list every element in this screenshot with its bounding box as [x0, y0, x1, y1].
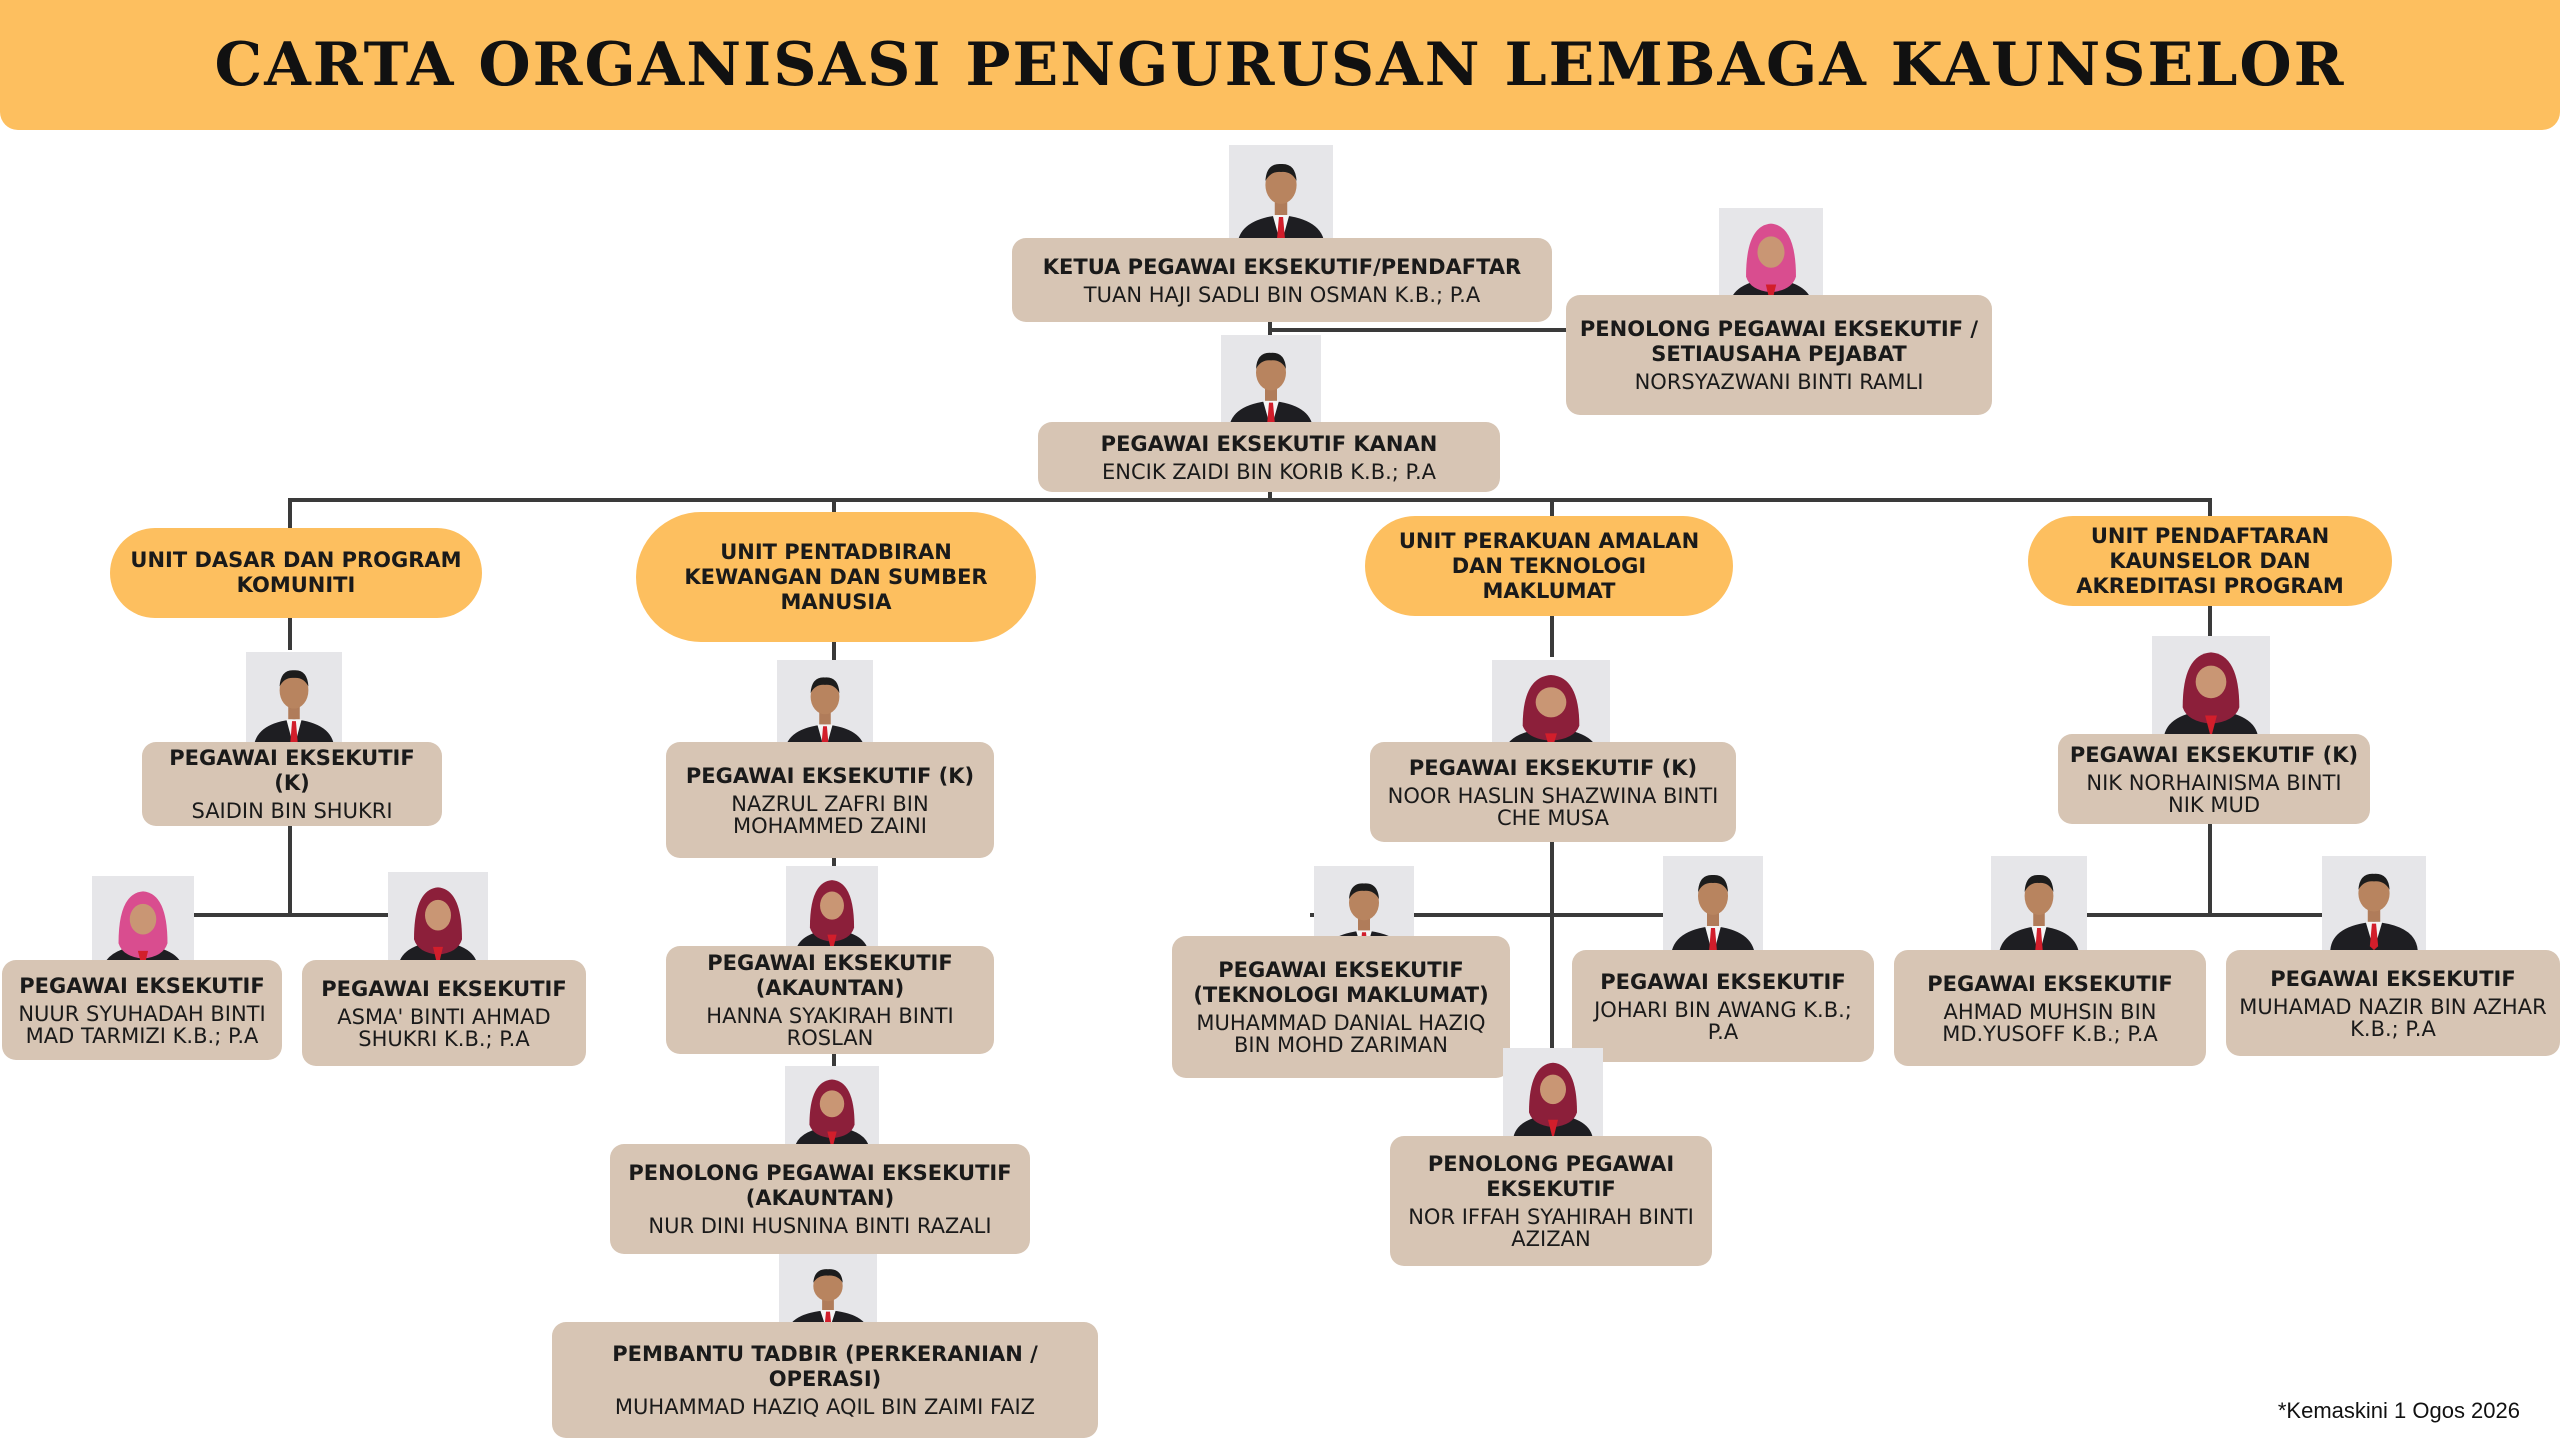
unit-connector: [2208, 500, 2212, 530]
portrait-photo-maroon-hijab: [786, 866, 878, 954]
unit4-staff-card: PEGAWAI EKSEKUTIF AHMAD MUHSIN BIN MD.YUS…: [1894, 950, 2206, 1066]
portrait-photo-maroon-hijab: [1492, 660, 1610, 754]
position-title: PEGAWAI EKSEKUTIF: [19, 973, 265, 998]
position-title: PENOLONG PEGAWAI EKSEKUTIF (AKAUNTAN): [628, 1161, 1012, 1210]
portrait-photo-maroon-hijab: [785, 1066, 879, 1150]
person-name: NAZRUL ZAFRI BIN MOHAMMED ZAINI: [731, 791, 929, 838]
position-title: PEGAWAI EKSEKUTIF (K): [169, 746, 415, 795]
position-title: PEGAWAI EKSEKUTIF (TEKNOLOGI MAKLUMAT): [1193, 958, 1489, 1007]
person-name: NOR IFFAH SYAHIRAH BINTI AZIZAN: [1408, 1205, 1694, 1251]
unit2-staff-card: PENOLONG PEGAWAI EKSEKUTIF (AKAUNTAN) NUR…: [610, 1144, 1030, 1254]
person-name: NIK NORHAINISMA BINTI NIK MUD: [2086, 770, 2342, 817]
unit1-staff-card: PEGAWAI EKSEKUTIF NUUR SYUHADAH BINTI MAD…: [2, 960, 282, 1060]
person-name: HANNA SYAKIRAH BINTI ROSLAN: [706, 1004, 954, 1050]
unit1-head-card: PEGAWAI EKSEKUTIF (K) SAIDIN BIN SHUKRI: [142, 742, 442, 826]
connector-line: [832, 1050, 836, 1070]
portrait-photo-pink-hijab: [92, 876, 194, 972]
update-note: *Kemaskini 1 Ogos 2026: [2277, 1398, 2520, 1423]
portrait-photo-male: [1991, 856, 2087, 956]
person-name: SAIDIN BIN SHUKRI: [191, 799, 393, 823]
person-name: ENCIK ZAIDI BIN KORIB K.B.; P.A: [1102, 459, 1436, 484]
portrait-photo-male: [246, 652, 342, 748]
chart-title: CARTA ORGANISASI PENGURUSAN LEMBAGA KAUN…: [214, 30, 2346, 100]
person-name: ASMA' BINTI AHMAD SHUKRI K.B.; P.A: [337, 1004, 551, 1051]
position-title: PEGAWAI EKSEKUTIF KANAN: [1100, 431, 1438, 456]
portrait-photo-male: [1663, 856, 1763, 956]
connector-line: [170, 913, 408, 917]
unit4-head-card: PEGAWAI EKSEKUTIF (K) NIK NORHAINISMA BIN…: [2058, 734, 2370, 824]
connector-line: [1550, 840, 1554, 1140]
connector-line: [1550, 612, 1554, 657]
unit-pendaftaran-kaunselor: UNIT PENDAFTARAN KAUNSELOR DAN AKREDITAS…: [2028, 516, 2392, 606]
title-banner: CARTA ORGANISASI PENGURUSAN LEMBAGA KAUN…: [0, 0, 2560, 130]
person-name: MUHAMAD NAZIR BIN AZHAR K.B.; P.A: [2239, 994, 2547, 1041]
person-name: NUR DINI HUSNINA BINTI RAZALI: [648, 1214, 992, 1238]
position-title: PEGAWAI EKSEKUTIF (K): [2069, 742, 2359, 767]
position-title: PENOLONG PEGAWAI EKSEKUTIF: [1427, 1152, 1675, 1201]
unit-connector: [1550, 500, 1554, 530]
person-name: NOOR HASLIN SHAZWINA BINTI CHE MUSA: [1387, 783, 1719, 830]
connector-line: [1270, 328, 1570, 332]
unit1-staff-card: PEGAWAI EKSEKUTIF ASMA' BINTI AHMAD SHUKR…: [302, 960, 586, 1066]
portrait-photo-male: [777, 660, 873, 752]
portrait-photo-male: [1221, 335, 1321, 429]
position-title: PENOLONG PEGAWAI EKSEKUTIF / SETIAUSAHA …: [1579, 317, 1979, 366]
portrait-photo-maroon-hijab: [1503, 1048, 1603, 1140]
unit-perakuan-amalan-ti: UNIT PERAKUAN AMALAN DAN TEKNOLOGI MAKLU…: [1365, 516, 1733, 616]
secretary-card: PENOLONG PEGAWAI EKSEKUTIF / SETIAUSAHA …: [1566, 295, 1992, 415]
connector-line: [2208, 822, 2212, 915]
person-name: JOHARI BIN AWANG K.B.; P.A: [1594, 997, 1852, 1044]
person-name: NUUR SYUHADAH BINTI MAD TARMIZI K.B.; P.…: [18, 1001, 266, 1048]
unit-connector: [288, 500, 292, 530]
person-name: NORSYAZWANI BINTI RAMLI: [1634, 370, 1924, 394]
connector-line: [288, 822, 292, 915]
unit3-head-card: PEGAWAI EKSEKUTIF (K) NOOR HASLIN SHAZWIN…: [1370, 742, 1736, 842]
connector-line: [288, 615, 292, 650]
unit4-staff-card: PEGAWAI EKSEKUTIF MUHAMAD NAZIR BIN AZHAR…: [2226, 950, 2560, 1056]
unit-dasar-program-komuniti: UNIT DASAR DAN PROGRAM KOMUNITI: [110, 528, 482, 618]
portrait-photo-maroon-hijab: [388, 872, 488, 968]
portrait-photo-pink-hijab: [1719, 208, 1823, 306]
senior-officer-card: PEGAWAI EKSEKUTIF KANAN ENCIK ZAIDI BIN K…: [1038, 422, 1500, 492]
connector-line: [288, 498, 2212, 502]
portrait-photo-male: [2322, 856, 2426, 950]
position-title: PEMBANTU TADBIR (PERKERANIAN / OPERASI): [612, 1342, 1038, 1391]
connector-line: [2208, 600, 2212, 640]
portrait-photo-male: [1229, 145, 1333, 245]
unit3-staff-card: PEGAWAI EKSEKUTIF JOHARI BIN AWANG K.B.; …: [1572, 950, 1874, 1062]
person-name: MUHAMMAD DANIAL HAZIQ BIN MOHD ZARIMAN: [1196, 1011, 1486, 1057]
unit2-staff-card: PEGAWAI EKSEKUTIF (AKAUNTAN)HANNA SYAKIR…: [666, 946, 994, 1054]
position-title: PEGAWAI EKSEKUTIF (AKAUNTAN): [707, 951, 953, 1000]
unit-pentadbiran-kewangan: UNIT PENTADBIRAN KEWANGAN DAN SUMBER MAN…: [636, 512, 1036, 642]
unit2-head-card: PEGAWAI EKSEKUTIF (K) NAZRUL ZAFRI BIN MO…: [666, 742, 994, 858]
position-title: PEGAWAI EKSEKUTIF: [2270, 966, 2516, 991]
position-title: PEGAWAI EKSEKUTIF: [321, 976, 567, 1001]
portrait-photo-maroon-hijab: [2152, 636, 2270, 738]
connector-line: [832, 640, 836, 660]
person-name: TUAN HAJI SADLI BIN OSMAN K.B.; P.A: [1083, 282, 1481, 307]
unit3-staff-card: PEGAWAI EKSEKUTIF (TEKNOLOGI MAKLUMAT)MU…: [1172, 936, 1510, 1078]
position-title: PEGAWAI EKSEKUTIF (K): [1408, 755, 1698, 780]
connector-line: [1310, 913, 1740, 917]
position-title: PEGAWAI EKSEKUTIF: [1927, 971, 2173, 996]
portrait-photo-male: [779, 1254, 877, 1334]
connector-line: [2040, 913, 2370, 917]
unit2-staff-card: PEMBANTU TADBIR (PERKERANIAN / OPERASI) M…: [552, 1322, 1098, 1438]
person-name: AHMAD MUHSIN BIN MD.YUSOFF K.B.; P.A: [1942, 999, 2158, 1046]
position-title: PEGAWAI EKSEKUTIF: [1600, 969, 1846, 994]
person-name: MUHAMMAD HAZIQ AQIL BIN ZAIMI FAIZ: [614, 1395, 1036, 1419]
position-title: PEGAWAI EKSEKUTIF (K): [685, 763, 975, 788]
position-title: KETUA PEGAWAI EKSEKUTIF/PENDAFTAR: [1042, 254, 1522, 279]
ceo-card: KETUA PEGAWAI EKSEKUTIF/PENDAFTAR TUAN HA…: [1012, 238, 1552, 322]
